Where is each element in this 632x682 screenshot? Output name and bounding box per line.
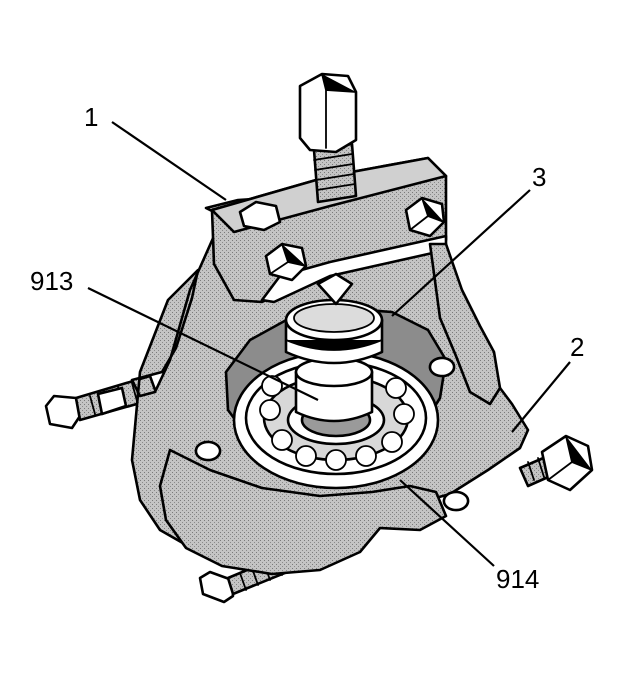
leader-lines — [87, 121, 571, 567]
leader-914 — [399, 479, 495, 567]
leader-2 — [511, 361, 571, 433]
callout-913: 913 — [30, 266, 73, 296]
right-leg — [428, 242, 502, 406]
crossbar-bolt-right — [404, 196, 446, 238]
bearing-balls — [259, 375, 415, 471]
right-bolt — [518, 434, 594, 492]
adapter-913 — [284, 298, 384, 423]
crossbar — [210, 156, 448, 304]
leader-3 — [391, 189, 531, 317]
callout-914: 914 — [496, 564, 539, 594]
crossbar-bolt-left — [264, 242, 308, 282]
leader-913 — [87, 287, 319, 401]
callout-2: 2 — [570, 332, 584, 362]
leader-1 — [111, 121, 227, 201]
bearing-puller-illustration — [44, 72, 594, 604]
callout-1: 1 — [84, 102, 98, 132]
forcing-screw — [298, 72, 358, 306]
callout-labels: 1 3 913 2 914 — [30, 102, 584, 594]
front-jaw — [158, 448, 448, 576]
crossbar-bolt-rear — [238, 200, 282, 232]
callout-3: 3 — [532, 162, 546, 192]
